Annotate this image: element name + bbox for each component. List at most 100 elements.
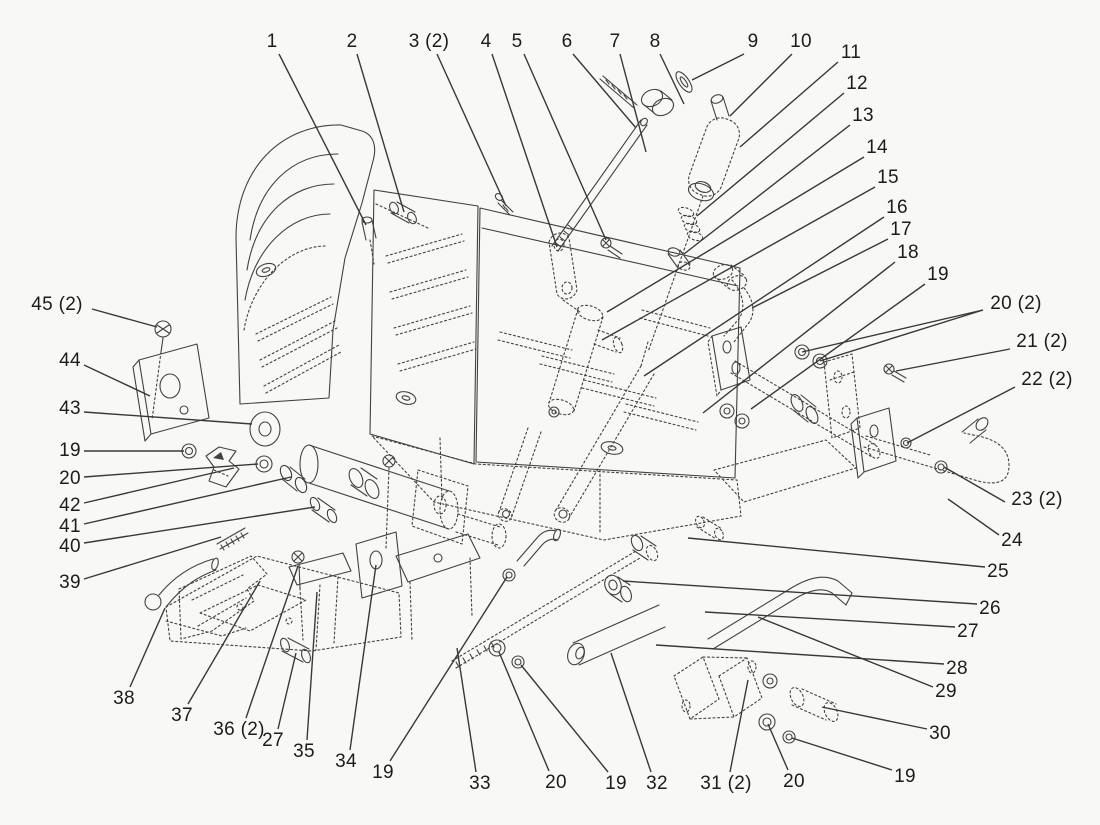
pin-40 [309, 496, 338, 524]
part-label: 34 [335, 751, 357, 772]
plate-35 [288, 552, 352, 651]
part-label: 18 [897, 242, 919, 263]
console-center-panel [369, 189, 479, 465]
part-label: 19 [605, 773, 627, 794]
part-label: 20 [59, 468, 81, 489]
part-label: 14 [866, 137, 888, 158]
leader-line [245, 565, 299, 719]
leader-line [751, 238, 889, 309]
leader-line [683, 124, 851, 255]
part-label: 25 [987, 561, 1009, 582]
part-label: 19 [927, 264, 949, 285]
pawl-42 [205, 446, 240, 488]
leader-line [91, 308, 158, 328]
part-label: 30 [929, 723, 951, 744]
jam-nut-collar [640, 88, 675, 117]
leader-line [83, 364, 151, 397]
leader-line [729, 679, 749, 773]
leader-line [436, 53, 507, 207]
part-label: 15 [877, 167, 899, 188]
leader-line [83, 463, 259, 478]
part-label: 9 [747, 31, 759, 52]
bracket-right [713, 407, 912, 503]
leader-line [643, 216, 885, 377]
stub-bushing [630, 515, 724, 562]
washer-20-left [255, 455, 273, 473]
part-label: 43 [59, 398, 81, 419]
leader-line [498, 651, 550, 772]
leader-line [572, 53, 637, 129]
part-label: 39 [59, 572, 81, 593]
leader-line [943, 466, 1006, 503]
mount-plate-44 [132, 343, 210, 442]
bolt-5 [600, 237, 623, 259]
cross-axle [730, 360, 881, 459]
part-label: 3 (2) [408, 31, 450, 52]
leader-line [750, 283, 926, 410]
part-label: 45 (2) [31, 294, 83, 315]
part-label: 2 [346, 31, 358, 52]
part-label: 20 [783, 771, 805, 792]
part-label: 27 [957, 621, 979, 642]
leader-line [610, 652, 652, 773]
arm-32 [567, 604, 666, 666]
pivot-shaft [299, 444, 507, 549]
part-label: 8 [649, 31, 661, 52]
part-label: 40 [59, 536, 81, 557]
leader-line [704, 611, 956, 628]
spacer-30 [789, 687, 839, 722]
crank-17 [712, 264, 754, 343]
spring-12 [677, 206, 704, 242]
leader-line [702, 261, 896, 414]
height-handle-24 [863, 417, 1010, 484]
part-label: 19 [59, 440, 81, 461]
leader-line [456, 647, 477, 773]
leader-line [729, 53, 793, 117]
part-label: 4 [480, 31, 492, 52]
part-label: 13 [852, 105, 874, 126]
part-label: 11 [840, 42, 862, 63]
ferrule-13 [667, 247, 691, 271]
leader-line [83, 476, 292, 525]
part-label: 23 (2) [1011, 489, 1063, 510]
leader-line [821, 706, 928, 730]
leader-line [655, 644, 945, 665]
part-label: 29 [935, 681, 957, 702]
leader-line [767, 723, 789, 771]
part-label: 16 [886, 197, 908, 218]
leader-line [757, 616, 934, 688]
leader-line [659, 53, 685, 105]
part-label: 31 (2) [700, 773, 752, 794]
part-label: 42 [59, 495, 81, 516]
leader-line [739, 61, 839, 148]
leader-line [83, 536, 222, 580]
leader-line [619, 53, 647, 153]
base-frame [165, 555, 402, 652]
part-label: 17 [890, 219, 912, 240]
leader-line [520, 664, 609, 773]
leader-line [606, 156, 865, 313]
part-label: 21 (2) [1016, 331, 1068, 352]
axle-washers [758, 673, 796, 744]
leader-line [601, 186, 876, 341]
console-cover-panel [235, 124, 376, 405]
part-label: 7 [609, 31, 621, 52]
leader-line [696, 92, 845, 217]
brackets-31 [673, 656, 763, 720]
part-label: 38 [113, 688, 135, 709]
leader-line [306, 591, 318, 741]
leader-line [523, 53, 607, 241]
threaded-rod-33 [451, 528, 641, 669]
part-label: 27 [262, 730, 284, 751]
leader-line [356, 53, 405, 213]
spacer-right [790, 394, 819, 424]
clevis-link-4 [548, 232, 581, 313]
washers-20-pair [794, 344, 828, 369]
leader-line [947, 498, 1000, 536]
lift-tube-15 [547, 304, 624, 418]
console-right-panel [475, 207, 741, 479]
washer-8 [675, 71, 693, 93]
leader-line [791, 737, 893, 771]
part-label: 19 [894, 766, 916, 787]
